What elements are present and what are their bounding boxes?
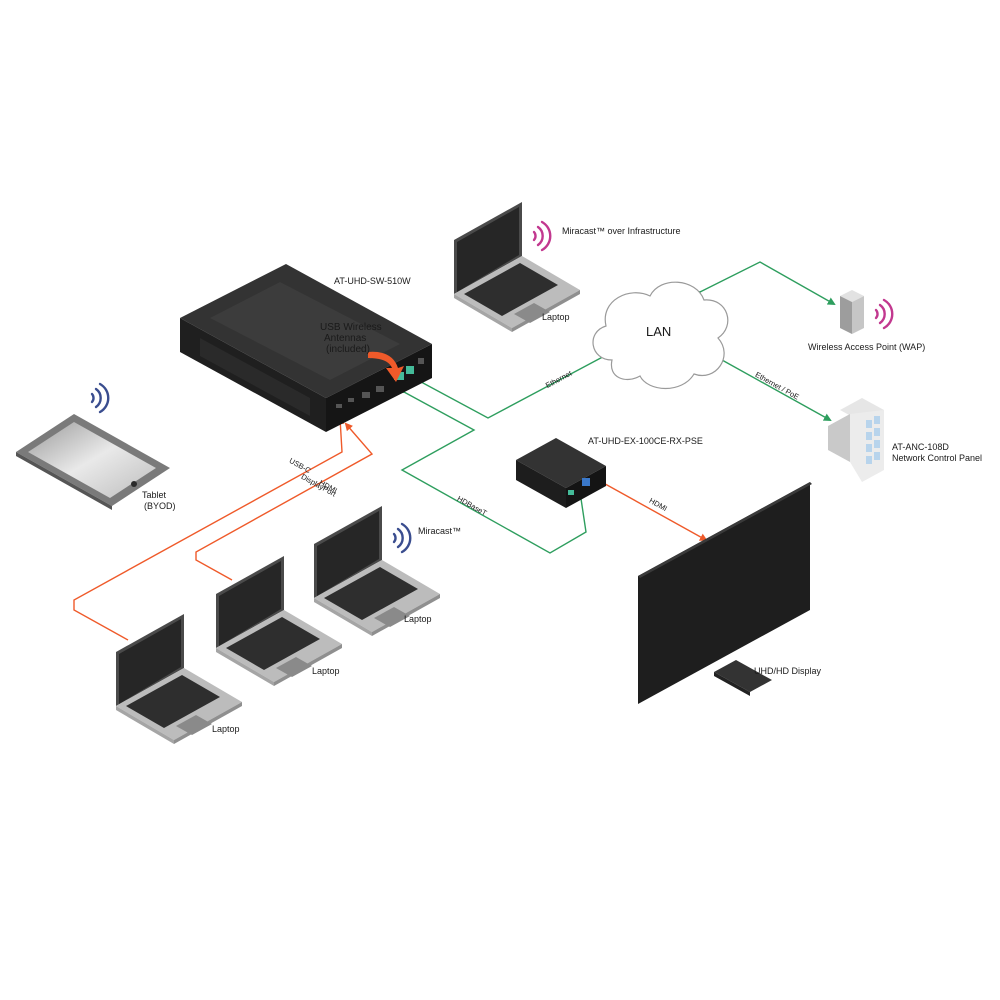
control-panel-label-1: AT-ANC-108D xyxy=(892,442,949,452)
laptop-mid-label: Laptop xyxy=(312,666,340,676)
receiver-label: AT-UHD-EX-100CE-RX-PSE xyxy=(588,436,703,446)
wap-wifi-icon xyxy=(874,298,894,330)
lan-label: LAN xyxy=(646,324,672,339)
ethernet-cable xyxy=(402,351,614,419)
laptop-infra-label: Laptop xyxy=(542,312,570,322)
laptop-miracast-label: Laptop xyxy=(404,614,432,624)
tablet-device xyxy=(16,414,170,510)
lan-cloud xyxy=(592,281,729,389)
wap-device xyxy=(840,290,864,334)
receiver-device xyxy=(516,438,606,508)
displayport-cable xyxy=(195,422,374,581)
miracast-infra-wifi-icon xyxy=(532,220,552,252)
usbc-cable xyxy=(73,416,345,641)
antenna-label-2: Antennas xyxy=(324,333,367,344)
miracast-wifi-icon xyxy=(392,522,412,554)
tablet-label-1: Tablet xyxy=(142,490,167,500)
hdbaset-cable xyxy=(396,385,587,554)
switcher-label: AT-UHD-SW-510W xyxy=(334,276,411,286)
antenna-label-3: (included) xyxy=(326,344,370,355)
miracast-label: Miracast™ xyxy=(418,526,462,536)
tablet-label-2: (BYOD) xyxy=(144,501,176,511)
display-label: UHD/HD Display xyxy=(754,666,822,676)
wap-label: Wireless Access Point (WAP) xyxy=(808,342,926,352)
laptop-front-label: Laptop xyxy=(212,724,240,734)
antenna-callout-arrow xyxy=(368,351,404,382)
control-panel-device xyxy=(828,398,884,482)
miracast-infra-label: Miracast™ over Infrastructure xyxy=(562,226,681,236)
ethernet-poe-cable xyxy=(714,353,832,421)
control-panel-label-2: Network Control Panel xyxy=(892,453,983,463)
antenna-label-1: USB Wireless xyxy=(320,322,382,333)
tablet-wifi-icon xyxy=(90,382,110,414)
switcher-device xyxy=(180,264,432,432)
wap-link xyxy=(692,261,836,305)
display-device xyxy=(638,482,812,704)
hdmi-output-cable xyxy=(597,479,708,541)
